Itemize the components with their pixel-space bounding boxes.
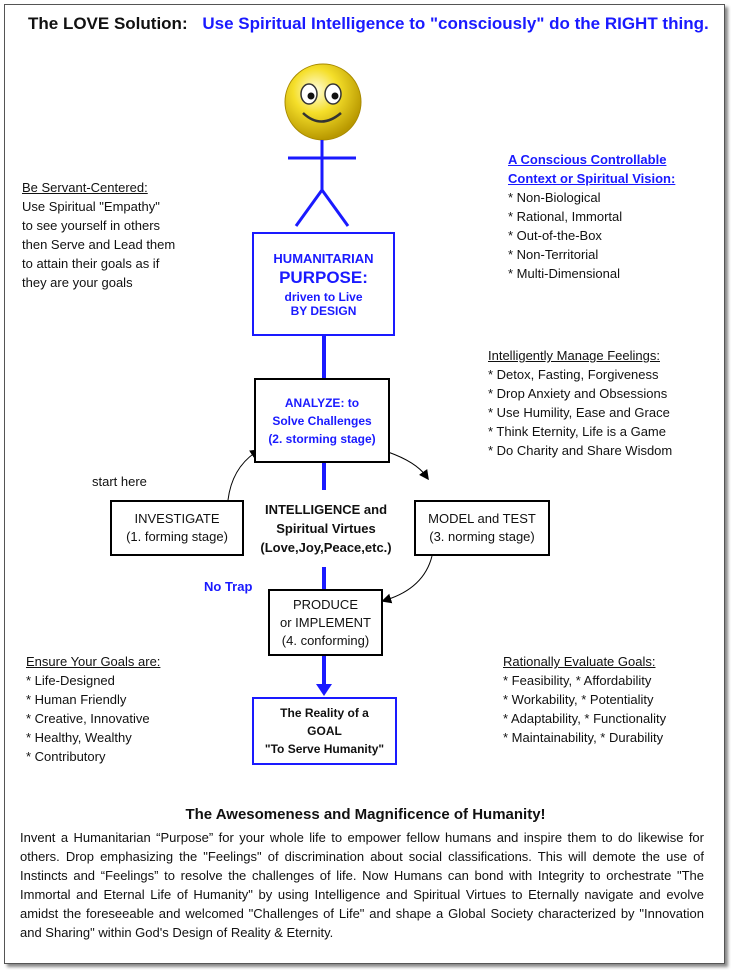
context-item: * Non-Biological [508, 190, 601, 205]
context-item: * Out-of-the-Box [508, 228, 602, 243]
goals-item: * Contributory [26, 749, 106, 764]
feelings-item: * Detox, Fasting, Forgiveness [488, 367, 659, 382]
goals-item: * Creative, Innovative [26, 711, 150, 726]
purpose-line2: PURPOSE: [279, 267, 368, 287]
produce-line1: PRODUCE [292, 596, 358, 612]
investigate-box: INVESTIGATE (1. forming stage) [110, 500, 244, 556]
footer-paragraph: Invent a Humanitarian “Purpose” for your… [20, 830, 704, 940]
evaluate-item: * Maintainability, * Durability [503, 730, 664, 745]
reality-line1: The Reality of a [280, 706, 369, 720]
evaluate-item: * Workability, * Potentiality [503, 692, 654, 707]
reality-line3: "To Serve Humanity" [264, 742, 385, 756]
arrow-down-icon [316, 684, 332, 696]
page-frame [4, 4, 725, 964]
context-section: A Conscious Controllable Context or Spir… [508, 150, 718, 283]
feelings-item: * Drop Anxiety and Obsessions [488, 386, 668, 401]
footer-heading: The Awesomeness and Magnificence of Huma… [185, 806, 546, 823]
servant-line: then Serve and Lead them [22, 237, 176, 252]
purpose-line1: HUMANITARIAN [273, 250, 374, 266]
servant-line: Use Spiritual "Empathy" [22, 199, 160, 214]
center-line3: (Love,Joy,Peace,etc.) [260, 540, 392, 555]
goals-item: * Healthy, Wealthy [26, 730, 132, 745]
produce-line3: (4. conforming) [281, 632, 370, 648]
produce-line2: or IMPLEMENT [279, 614, 371, 630]
servant-line: they are your goals [22, 275, 133, 290]
context-item: * Rational, Immortal [508, 209, 623, 224]
produce-box: PRODUCE or IMPLEMENT (4. conforming) [268, 589, 383, 656]
purpose-line3: driven to Live [284, 289, 363, 304]
model-box: MODEL and TEST (3. norming stage) [414, 500, 550, 556]
feelings-heading: Intelligently Manage Feelings: [488, 348, 660, 363]
goals-item: * Life-Designed [26, 673, 115, 688]
reality-line2: GOAL [307, 724, 342, 738]
cycle-arrows [227, 449, 433, 604]
feelings-item: * Use Humility, Ease and Grace [488, 405, 670, 420]
goals-item: * Human Friendly [26, 692, 127, 707]
context-item: * Multi-Dimensional [508, 266, 620, 281]
model-line2: (3. norming stage) [429, 529, 535, 544]
evaluate-item: * Feasibility, * Affordability [503, 673, 652, 688]
goals-heading: Ensure Your Goals are: [26, 654, 161, 669]
model-line1: MODEL and TEST [428, 511, 536, 526]
start-here-label: start here [92, 474, 147, 489]
title-lead: The LOVE Solution: [28, 14, 188, 33]
servant-section: Be Servant-Centered: Use Spiritual "Empa… [22, 178, 222, 292]
context-item: * Non-Territorial [508, 247, 599, 262]
servant-heading: Be Servant-Centered: [22, 180, 148, 195]
stick-figure-icon [288, 140, 356, 227]
investigate-line2: (1. forming stage) [126, 529, 228, 544]
center-virtues: INTELLIGENCE and Spiritual Virtues (Love… [252, 500, 400, 557]
feelings-item: * Do Charity and Share Wisdom [488, 443, 673, 458]
center-line1: INTELLIGENCE and [264, 502, 388, 517]
reality-goal-box: The Reality of a GOAL "To Serve Humanity… [252, 697, 397, 765]
analyze-line3: (2. storming stage) [268, 431, 376, 446]
context-heading: Context or Spiritual Vision: [508, 171, 676, 186]
evaluate-section: Rationally Evaluate Goals: * Feasibility… [503, 652, 718, 747]
purpose-box: HUMANITARIAN PURPOSE: driven to Live BY … [252, 232, 395, 336]
title-tagline: Use Spiritual Intelligence to "conscious… [202, 14, 709, 33]
investigate-line1: INVESTIGATE [134, 511, 220, 526]
center-line2: Spiritual Virtues [276, 521, 376, 536]
servant-line: to see yourself in others [22, 218, 161, 233]
analyze-box: ANALYZE: to Solve Challenges (2. stormin… [254, 378, 390, 463]
goals-section: Ensure Your Goals are: * Life-Designed *… [26, 652, 226, 766]
context-heading: A Conscious Controllable [508, 152, 667, 167]
feelings-item: * Think Eternity, Life is a Game [488, 424, 666, 439]
page-title: The LOVE Solution: Use Spiritual Intelli… [28, 14, 709, 34]
no-trap-label: No Trap [204, 579, 253, 594]
purpose-line4: BY DESIGN [290, 303, 357, 318]
evaluate-item: * Adaptability, * Functionality [503, 711, 667, 726]
smiley-face-icon [284, 63, 362, 141]
evaluate-heading: Rationally Evaluate Goals: [503, 654, 656, 669]
feelings-section: Intelligently Manage Feelings: * Detox, … [488, 346, 718, 460]
analyze-line2: Solve Challenges [272, 413, 372, 428]
servant-line: to attain their goals as if [22, 256, 160, 271]
analyze-line1: ANALYZE: to [284, 395, 360, 410]
